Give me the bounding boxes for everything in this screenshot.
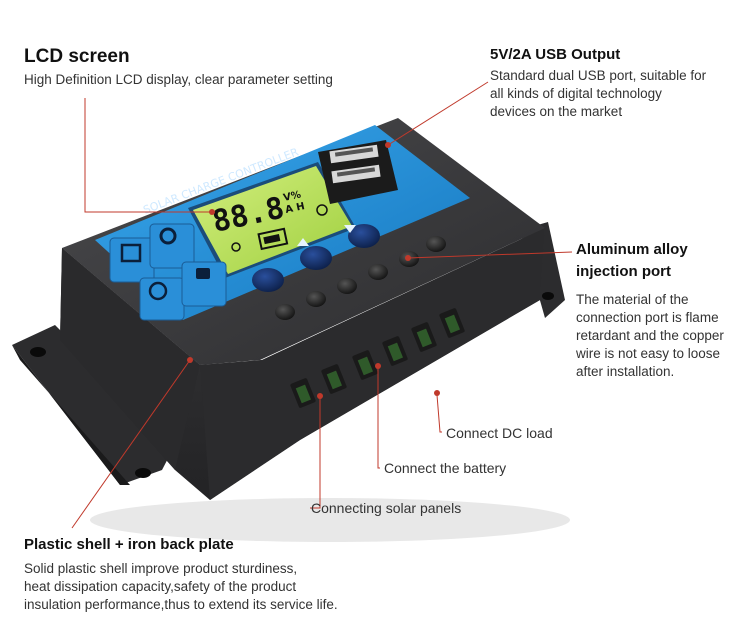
left-mounting-tab bbox=[12, 325, 175, 485]
terminal-blocks bbox=[290, 308, 465, 408]
battery-label: Connect the battery bbox=[384, 460, 507, 476]
plastic-shell-description: Solid plastic shell improve product stur… bbox=[24, 561, 338, 612]
svg-text:V%: V% bbox=[282, 189, 302, 203]
usb-output-description: Standard dual USB port, suitable for all… bbox=[490, 68, 707, 119]
solar-panels-label: Connecting solar panels bbox=[311, 500, 462, 516]
lcd-display: 88.8 V% A H bbox=[188, 162, 356, 278]
usb-ports bbox=[318, 140, 398, 204]
terminal-screws bbox=[275, 236, 446, 320]
down-button[interactable] bbox=[344, 224, 380, 248]
lcd-screen-title: LCD screen bbox=[24, 46, 130, 67]
up-button[interactable] bbox=[297, 238, 332, 270]
lock-icon bbox=[181, 261, 227, 307]
dc-load-label: Connect DC load bbox=[446, 425, 553, 441]
aluminum-port-title-line2: injection port bbox=[576, 263, 671, 280]
shell-left-side bbox=[60, 248, 200, 470]
set-voltage-icon bbox=[149, 223, 195, 269]
usb-output-title: 5V/2A USB Output bbox=[490, 46, 621, 63]
menu-button[interactable] bbox=[252, 268, 284, 292]
aluminum-port-description: The material of the connection port is f… bbox=[576, 292, 724, 379]
timer-icon bbox=[139, 277, 185, 321]
mode-control-icon bbox=[109, 237, 155, 283]
svg-text:A H: A H bbox=[284, 201, 305, 216]
callout-lines bbox=[71, 81, 573, 529]
lcd-screen-description: High Definition LCD display, clear param… bbox=[24, 72, 333, 87]
plastic-shell-title: Plastic shell + iron back plate bbox=[24, 536, 234, 553]
aluminum-port-title-line1: Aluminum alloy bbox=[576, 241, 688, 258]
shadow bbox=[90, 498, 570, 542]
